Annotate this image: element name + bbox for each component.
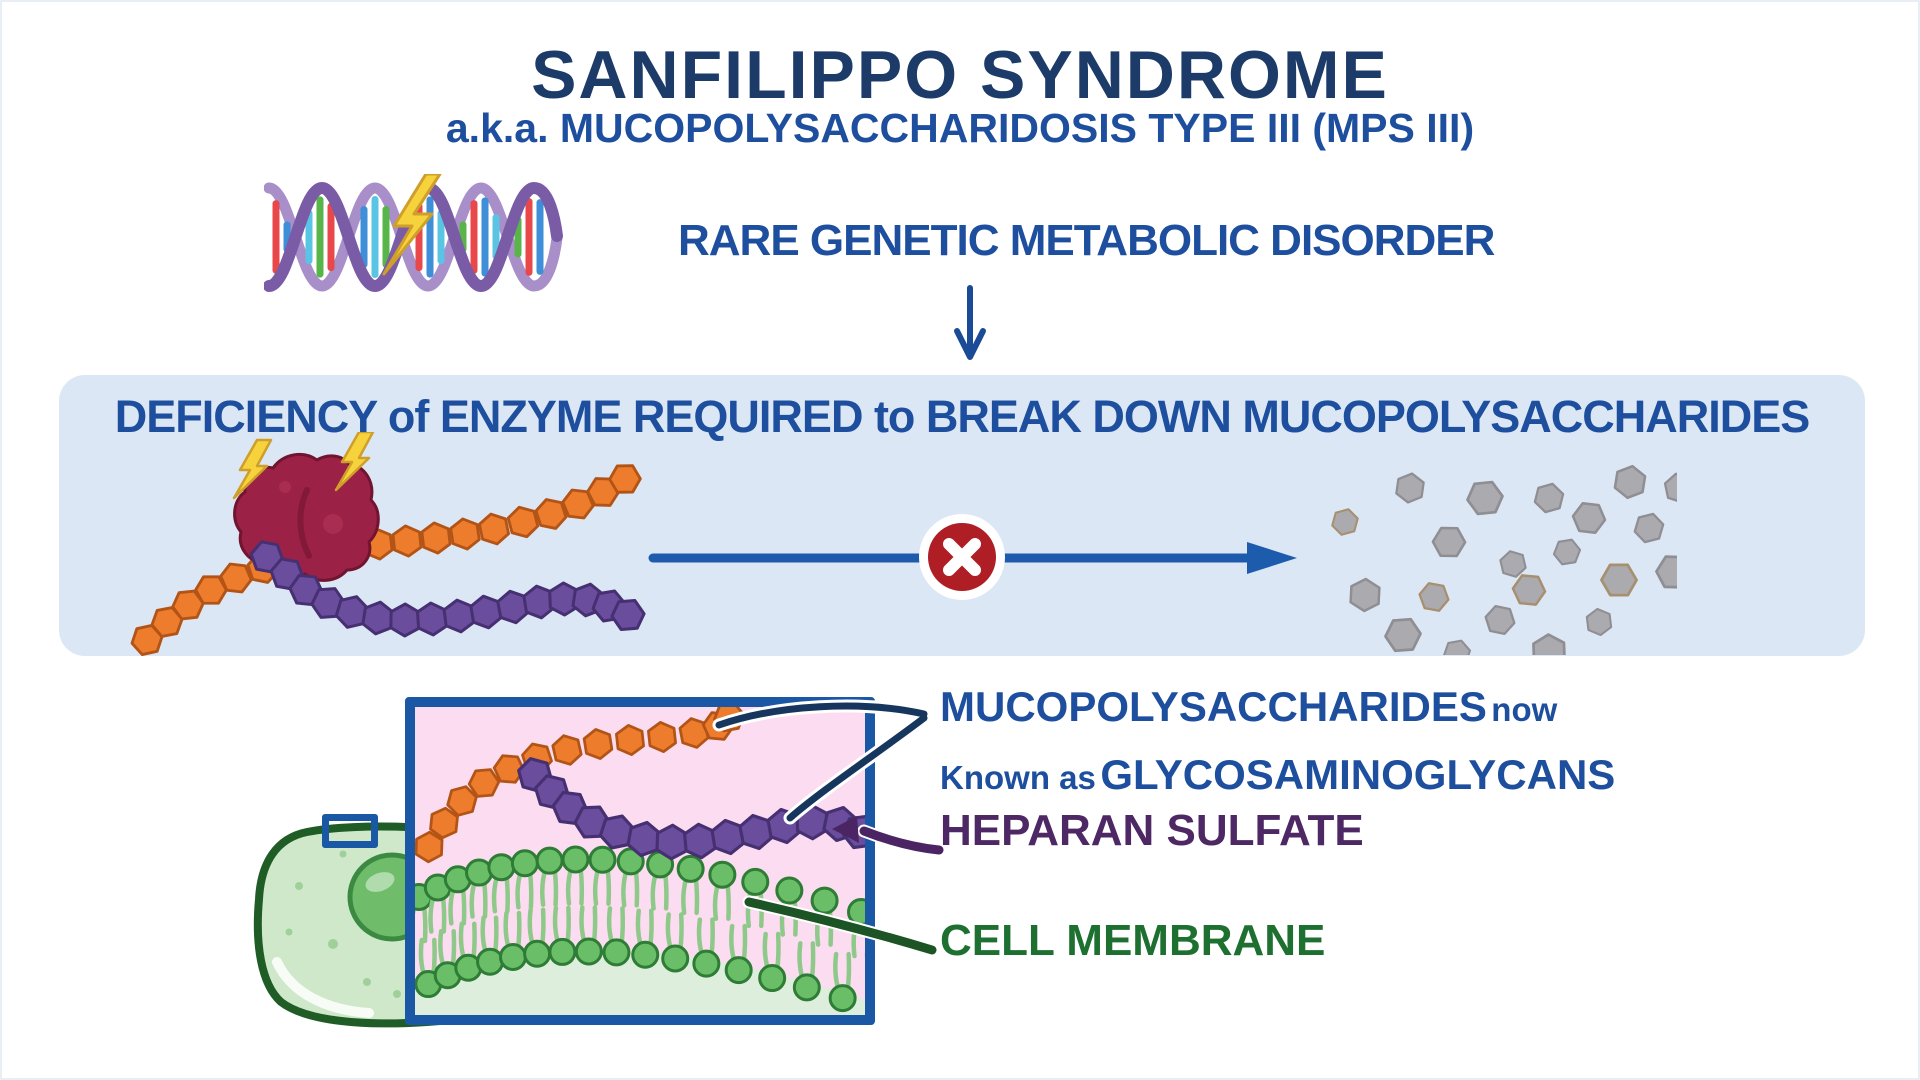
membrane-panel-art: [415, 707, 865, 1015]
heparan-sulfate-label: HEPARAN SULFATE: [940, 806, 1364, 855]
tagline-text: RARE GENETIC METABOLIC DISORDER: [678, 216, 1495, 265]
muco-known-as: Known as: [940, 759, 1096, 796]
page-title: SANFILIPPO SYNDROME: [531, 37, 1389, 113]
leader-lines: [712, 699, 946, 957]
cell-membrane-label: CELL MEMBRANE: [940, 916, 1326, 965]
dna-icon: [264, 174, 563, 293]
heparan-sulfate-chain: [517, 757, 865, 861]
deficiency-box: DEFICIENCY of ENZYME REQUIRED to BREAK D…: [59, 375, 1865, 656]
mucopolysaccharides-label: MUCOPOLYSACCHARIDES now Known as GLYCOSA…: [940, 678, 1615, 814]
muco-now: now: [1491, 691, 1558, 728]
lightning-icon: [382, 174, 442, 276]
fragments-illustration: [1331, 464, 1677, 655]
deficiency-heading: DEFICIENCY of ENZYME REQUIRED to BREAK D…: [114, 391, 1811, 442]
enzyme-illustration: [130, 432, 646, 656]
blocked-x-icon: [919, 514, 1005, 600]
arrow-down-icon: [954, 285, 986, 360]
glycosaminoglycans: GLYCOSAMINOGLYCANS: [1100, 751, 1616, 798]
muco-caps: MUCOPOLYSACCHARIDES: [940, 683, 1487, 730]
lightning-icon: [232, 432, 375, 500]
heparan-arrowhead: [832, 816, 859, 843]
page-subtitle: a.k.a. MUCOPOLYSACCHARIDOSIS TYPE III (M…: [445, 105, 1475, 151]
zoom-indicator-rect: [322, 814, 378, 848]
membrane-zoom-panel: [405, 697, 875, 1025]
lipid-bilayer: [415, 845, 865, 1013]
